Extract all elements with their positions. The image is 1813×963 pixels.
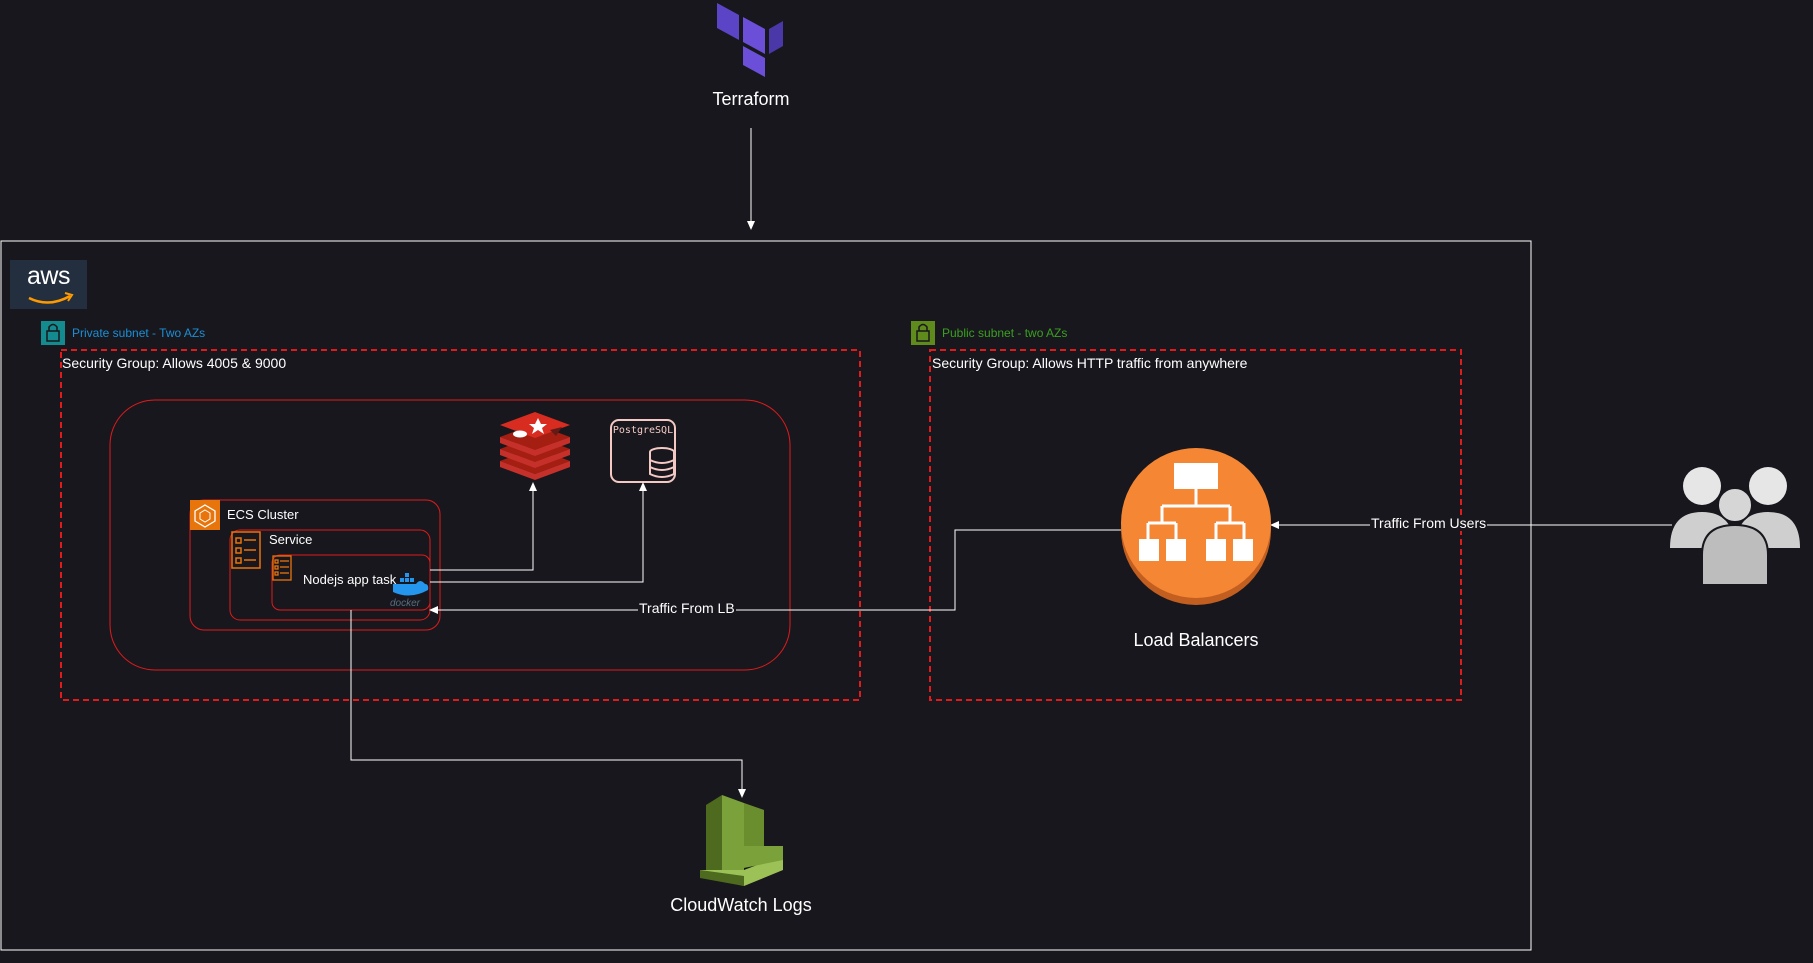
traffic-from-users-label: Traffic From Users — [1370, 515, 1488, 531]
private-security-group-label: Security Group: Allows 4005 & 9000 — [62, 355, 287, 371]
public-subnet-lock-icon — [911, 321, 935, 345]
aws-logo-text: aws — [27, 262, 70, 290]
ecs-cluster-label: ECS Cluster — [227, 507, 299, 522]
task-to-postgres-edge — [430, 482, 647, 583]
load-balancer-icon — [1121, 448, 1271, 605]
private-subnet-lock-icon — [41, 321, 65, 345]
private-security-group-boundary — [60, 349, 861, 701]
terraform-label: Terraform — [712, 89, 790, 109]
task-to-redis-edge — [430, 482, 537, 571]
ecs-task-label: Nodejs app task — [303, 572, 397, 587]
ecs-cluster-box — [189, 499, 441, 631]
ecs-service-label: Service — [269, 532, 313, 547]
cloudwatch-logs-label: CloudWatch Logs — [670, 895, 812, 915]
task-to-cloudwatch-edge — [350, 610, 746, 798]
public-subnet-label: Public subnet - two AZs — [942, 326, 1068, 340]
terraform-icon — [717, 3, 783, 77]
postgresql-icon — [610, 419, 676, 483]
lb-to-task-edge — [429, 529, 1121, 614]
redis-icon — [500, 412, 570, 480]
docker-text: docker — [390, 598, 421, 609]
ecs-task-icon — [272, 555, 292, 581]
aws-cloud-boundary — [0, 240, 1532, 951]
aws-logo-icon — [10, 260, 87, 309]
traffic-from-lb-label: Traffic From LB — [638, 600, 736, 616]
ecs-service-icon — [231, 531, 261, 569]
cloudwatch-logs-icon — [700, 795, 783, 886]
private-subnet-label: Private subnet - Two AZs — [72, 326, 206, 340]
ecs-cluster-icon — [190, 500, 220, 530]
private-app-region — [109, 399, 791, 671]
public-security-group-label: Security Group: Allows HTTP traffic from… — [932, 355, 1248, 371]
load-balancers-label: Load Balancers — [1133, 630, 1259, 650]
postgresql-label: PostgreSQL — [612, 425, 674, 436]
docker-icon — [393, 573, 429, 596]
users-icon — [1670, 467, 1800, 586]
